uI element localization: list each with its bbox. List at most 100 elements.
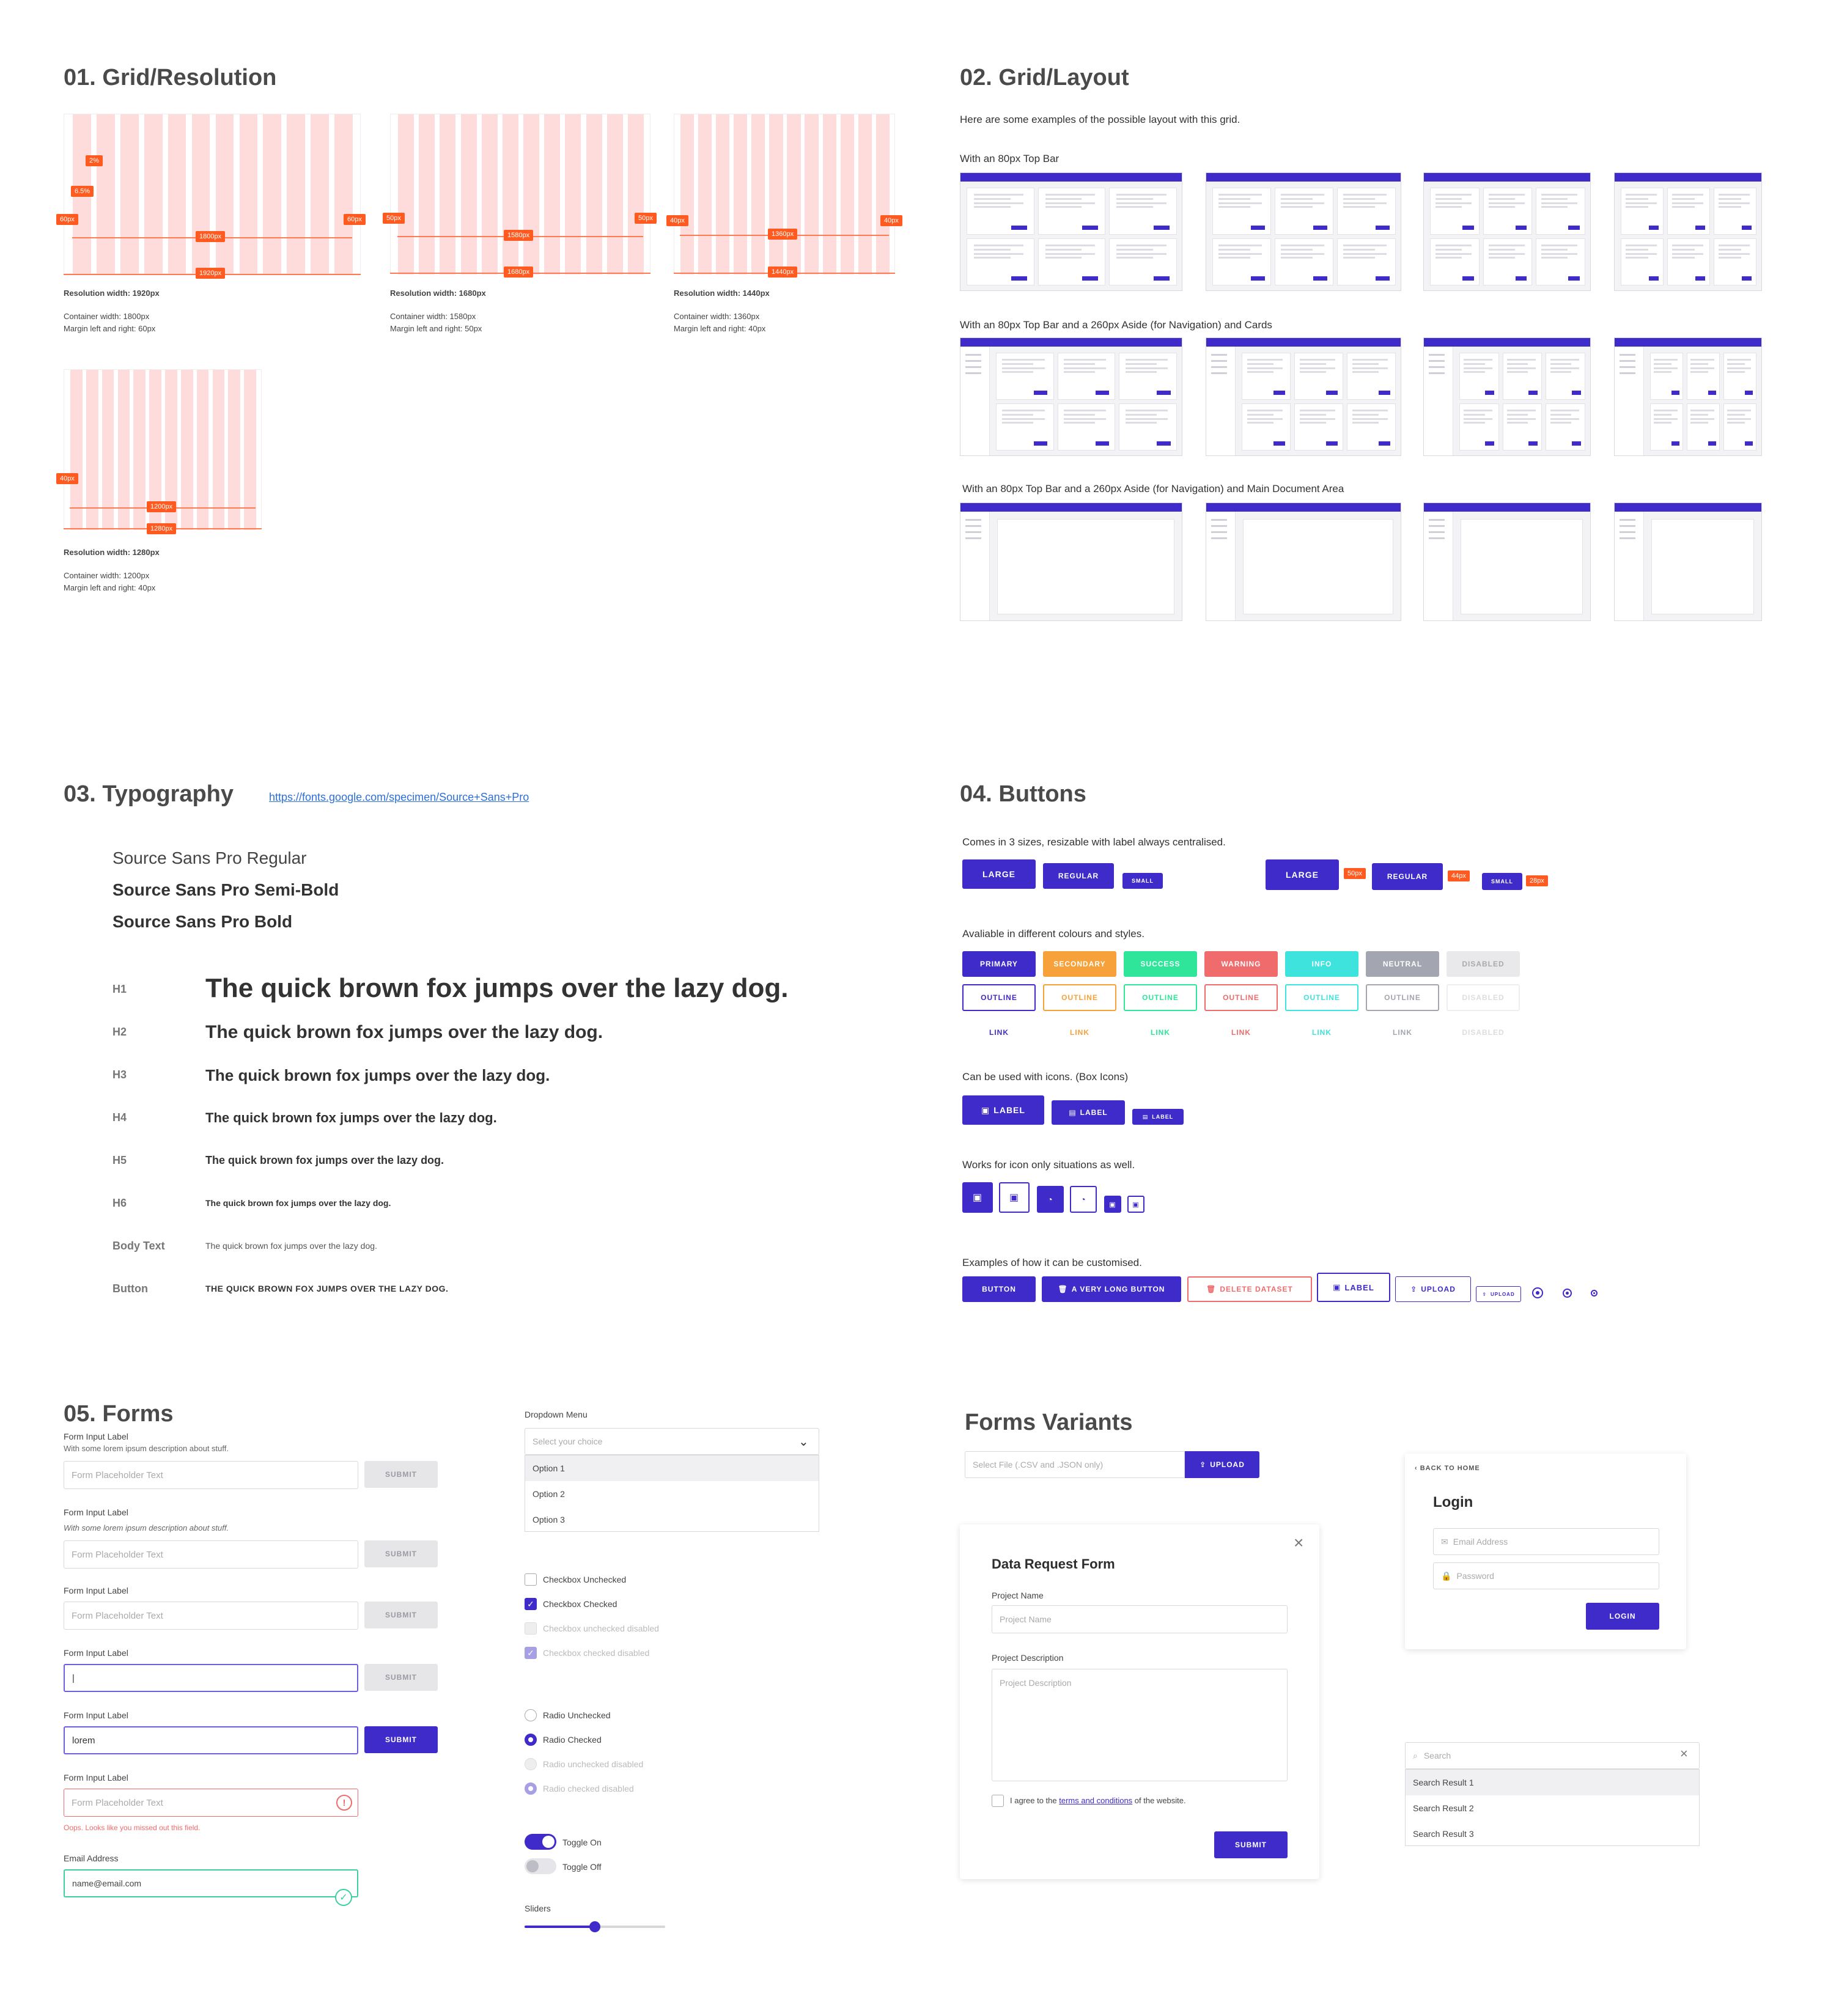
form1-submit[interactable]: SUBMIT xyxy=(364,1461,438,1488)
form5-submit-active[interactable]: SUBMIT xyxy=(364,1726,438,1753)
aside-nav xyxy=(1424,347,1453,455)
login-password-input[interactable]: 🔒Password xyxy=(1433,1562,1659,1589)
icon-button-large-outline[interactable]: ▣ xyxy=(999,1182,1030,1213)
card-line xyxy=(1464,362,1485,365)
card-line xyxy=(1125,362,1157,365)
button-outline-primary[interactable]: OUTLINE xyxy=(962,984,1036,1011)
card-line xyxy=(1727,362,1745,365)
button-primary[interactable]: PRIMARY xyxy=(962,951,1036,977)
icon-button-regular-outline[interactable]: ◔ xyxy=(1070,1186,1097,1213)
form1-input[interactable]: Form Placeholder Text xyxy=(64,1461,358,1489)
link-secondary[interactable]: LINK xyxy=(1070,1028,1089,1037)
agree-checkbox[interactable] xyxy=(992,1795,1004,1807)
radio-unchecked[interactable] xyxy=(525,1709,537,1721)
icon-button-large[interactable]: ▣ xyxy=(962,1182,993,1213)
buttons-icons-desc: Can be used with icons. (Box Icons) xyxy=(962,1071,1129,1083)
form5-input-filled[interactable]: lorem xyxy=(64,1726,358,1754)
login-button[interactable]: LOGIN xyxy=(1586,1603,1659,1630)
dropdown-option[interactable]: Option 3 xyxy=(533,1515,565,1525)
grid-column xyxy=(311,114,330,274)
custom-button[interactable]: BUTTON xyxy=(962,1276,1036,1302)
icon-button-regular[interactable]: ◔ xyxy=(1037,1186,1064,1213)
button-warning[interactable]: WARNING xyxy=(1204,951,1278,977)
button-regular-measured[interactable]: REGULAR xyxy=(1372,863,1443,890)
radio-checked[interactable] xyxy=(525,1734,537,1746)
dropdown-option[interactable]: Option 1 xyxy=(525,1455,819,1481)
checkbox-unchecked[interactable] xyxy=(525,1573,537,1586)
form2-submit[interactable]: SUBMIT xyxy=(364,1540,438,1567)
link-warning[interactable]: LINK xyxy=(1231,1028,1251,1037)
button-icon-small[interactable]: ▤LABEL xyxy=(1132,1109,1184,1125)
button-outline-secondary[interactable]: OUTLINE xyxy=(1043,984,1116,1011)
settings-icon-button-tiny[interactable] xyxy=(1591,1290,1598,1297)
button-small[interactable]: SMALL xyxy=(1122,873,1163,889)
card-line xyxy=(1343,252,1387,255)
request-submit-button[interactable]: SUBMIT xyxy=(1214,1831,1288,1858)
icon-button-small-outline[interactable]: ▣ xyxy=(1127,1196,1144,1213)
settings-icon-button[interactable] xyxy=(1532,1287,1543,1298)
form4-submit[interactable]: SUBMIT xyxy=(364,1664,438,1691)
custom-delete-button[interactable]: 🗑DELETE DATASET xyxy=(1187,1276,1312,1302)
back-to-home-link[interactable]: ‹ BACK TO HOME xyxy=(1415,1465,1480,1472)
button-regular[interactable]: REGULAR xyxy=(1043,863,1114,889)
custom-label-button[interactable]: ▣LABEL xyxy=(1317,1273,1390,1302)
button-info[interactable]: INFO xyxy=(1285,951,1358,977)
form3-input[interactable]: Form Placeholder Text xyxy=(64,1602,358,1630)
login-email-input[interactable]: ✉Email Address xyxy=(1433,1528,1659,1555)
card xyxy=(1037,188,1106,235)
form6-input-error[interactable]: Form Placeholder Text xyxy=(64,1789,358,1817)
button-outline-success[interactable]: OUTLINE xyxy=(1124,984,1197,1011)
button-small-measured[interactable]: SMALL xyxy=(1482,873,1522,890)
link-info[interactable]: LINK xyxy=(1312,1028,1332,1037)
card-line xyxy=(1435,248,1462,251)
file-select-input[interactable]: Select File (.CSV and .JSON only) xyxy=(965,1451,1185,1478)
search-result-item[interactable]: Search Result 2 xyxy=(1413,1803,1474,1813)
custom-upload-button[interactable]: ⇪UPLOAD xyxy=(1395,1276,1471,1302)
button-neutral[interactable]: NEUTRAL xyxy=(1366,951,1439,977)
project-name-input[interactable]: Project Name xyxy=(992,1605,1288,1633)
form4-input-focused[interactable]: | xyxy=(64,1664,358,1692)
search-result-item[interactable]: Search Result 1 xyxy=(1406,1770,1699,1795)
card-line xyxy=(1002,367,1045,369)
custom-upload-small-button[interactable]: ⇪UPLOAD xyxy=(1476,1286,1521,1302)
button-success[interactable]: SUCCESS xyxy=(1124,951,1197,977)
link-neutral[interactable]: LINK xyxy=(1393,1028,1412,1037)
close-icon[interactable]: × xyxy=(1294,1533,1304,1552)
button-outline-warning[interactable]: OUTLINE xyxy=(1204,984,1278,1011)
custom-long-button[interactable]: 🗑A VERY LONG BUTTON xyxy=(1042,1276,1181,1302)
clear-icon[interactable]: × xyxy=(1680,1746,1688,1761)
checkbox-label: Checkbox Unchecked xyxy=(543,1575,627,1584)
layout-thumbnail xyxy=(1614,172,1762,291)
button-outline-info[interactable]: OUTLINE xyxy=(1285,984,1358,1011)
font-link[interactable]: https://fonts.google.com/specimen/Source… xyxy=(269,791,529,803)
card xyxy=(1430,188,1480,235)
search-input[interactable]: ⌕Search xyxy=(1405,1742,1700,1769)
dropdown-option[interactable]: Option 2 xyxy=(533,1489,565,1499)
form2-input[interactable]: Form Placeholder Text xyxy=(64,1540,358,1569)
toggle-off[interactable] xyxy=(525,1858,556,1874)
lock-icon: 🔒 xyxy=(1441,1570,1452,1581)
card-button xyxy=(1462,225,1474,230)
toggle-on[interactable] xyxy=(525,1834,556,1850)
button-icon-regular[interactable]: ▤LABEL xyxy=(1052,1100,1125,1125)
upload-button[interactable]: ⇪UPLOAD xyxy=(1185,1451,1259,1478)
button-outline-neutral[interactable]: OUTLINE xyxy=(1366,984,1439,1011)
button-large-measured[interactable]: LARGE xyxy=(1266,859,1339,890)
button-large[interactable]: LARGE xyxy=(962,859,1036,889)
slider-handle[interactable] xyxy=(589,1921,600,1932)
search-result-item[interactable]: Search Result 3 xyxy=(1413,1829,1474,1839)
layout-row2-label: With an 80px Top Bar and a 260px Aside (… xyxy=(960,319,1272,331)
button-icon-large[interactable]: ▣LABEL xyxy=(962,1095,1044,1125)
checkbox-checked[interactable]: ✓ xyxy=(525,1598,537,1610)
settings-icon-button-small[interactable] xyxy=(1563,1289,1572,1298)
link-primary[interactable]: LINK xyxy=(989,1028,1009,1037)
slider[interactable] xyxy=(525,1921,665,1932)
dropdown-select[interactable]: Select your choice xyxy=(525,1428,819,1455)
terms-link[interactable]: terms and conditions xyxy=(1059,1796,1133,1805)
link-success[interactable]: LINK xyxy=(1151,1028,1170,1037)
icon-button-small[interactable]: ▣ xyxy=(1104,1196,1121,1213)
button-secondary[interactable]: SECONDARY xyxy=(1043,951,1116,977)
project-description-textarea[interactable]: Project Description xyxy=(992,1669,1288,1781)
form3-submit[interactable]: SUBMIT xyxy=(364,1602,438,1628)
form7-email-input[interactable]: name@email.com xyxy=(64,1869,358,1897)
